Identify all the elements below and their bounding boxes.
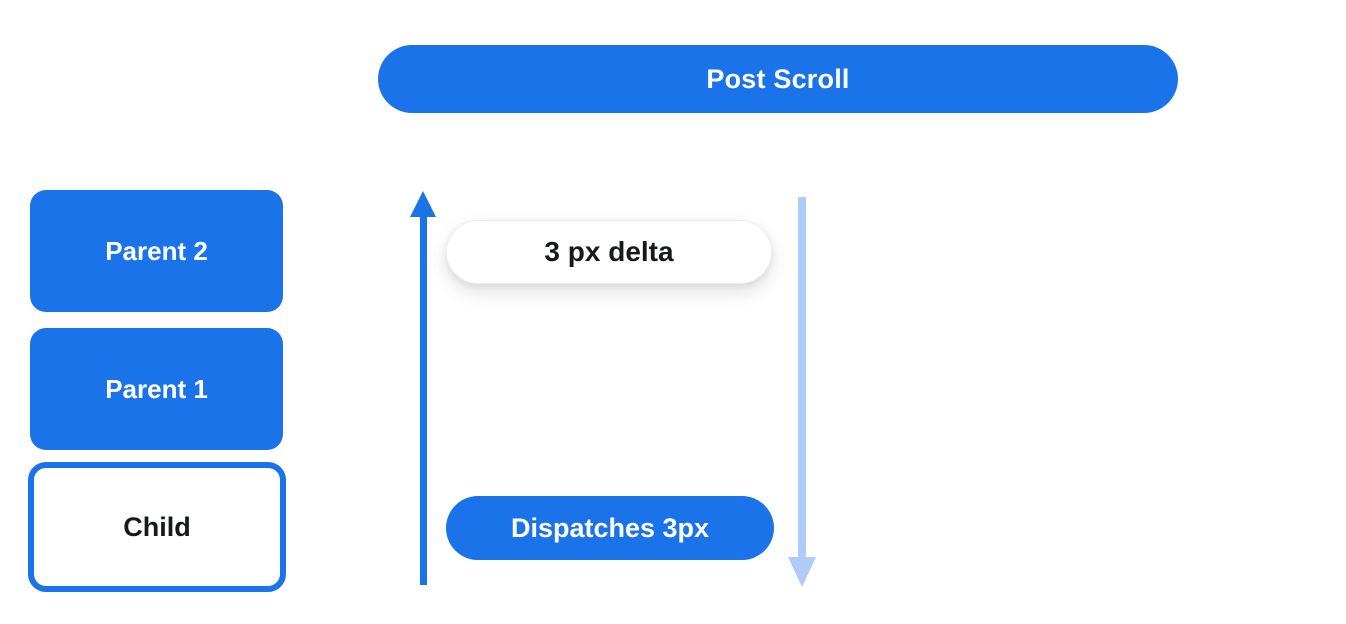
post-scroll-header-pill: Post Scroll: [378, 45, 1178, 113]
parent-2-box: Parent 2: [30, 190, 283, 312]
child-label: Child: [123, 511, 191, 542]
arrow-down-icon: [798, 197, 806, 559]
child-box: Child: [28, 462, 286, 592]
parent-2-label: Parent 2: [105, 235, 208, 266]
post-scroll-label: Post Scroll: [706, 63, 850, 94]
arrow-up-head-icon: [410, 191, 436, 217]
arrow-up-icon: [420, 214, 427, 585]
delta-pill: 3 px delta: [446, 220, 772, 284]
parent-1-label: Parent 1: [105, 373, 208, 404]
dispatch-pill-label: Dispatches 3px: [510, 512, 710, 543]
parent-1-box: Parent 1: [30, 328, 283, 450]
dispatch-pill: Dispatches 3px: [446, 496, 774, 560]
delta-pill-label: 3 px delta: [544, 236, 674, 267]
arrow-down-head-icon: [788, 557, 816, 587]
